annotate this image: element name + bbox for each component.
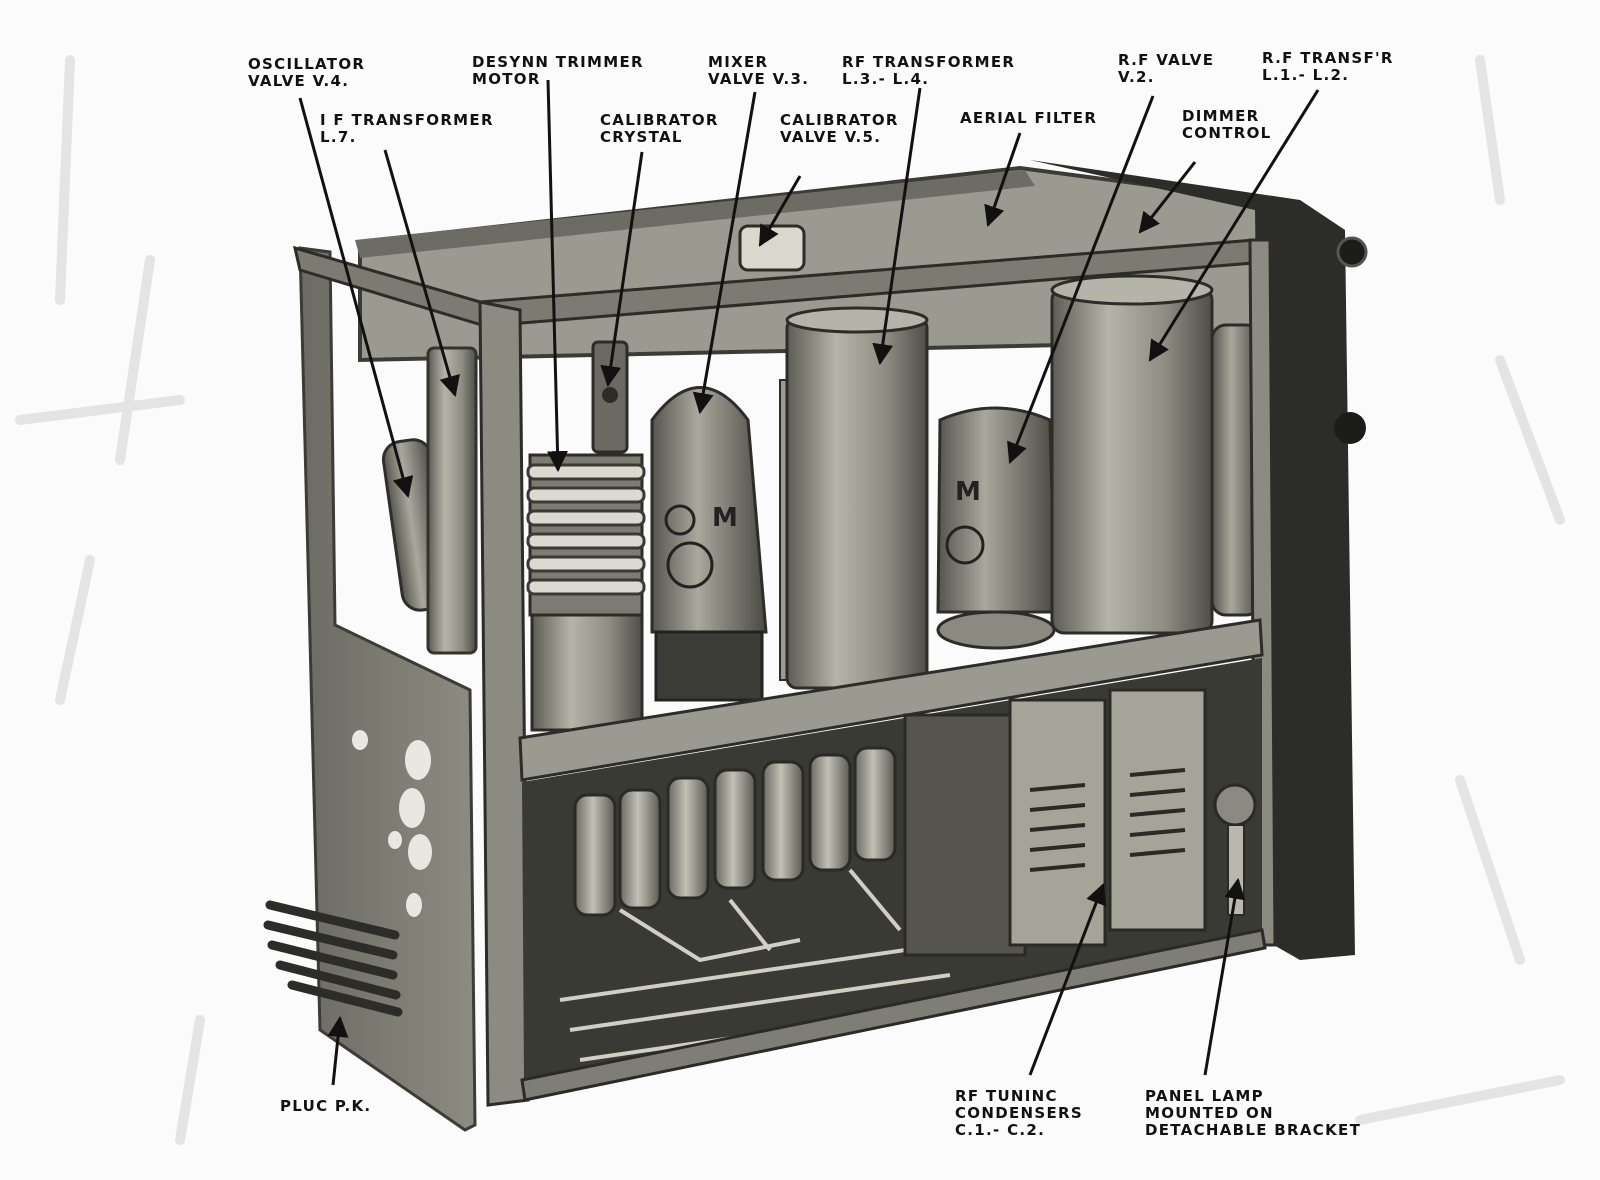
leader-rf-transformer-l3 [872,87,922,366]
label-aerial-filter: AERIAL FILTER [960,109,1098,127]
if-transformer-can [426,346,478,655]
label-oscillator-valve: OSCILLATOR VALVE V.4. [248,55,366,90]
side-holes [352,730,432,917]
leader-rf-condensers [1028,883,1107,1076]
rf-valve-marking: M [955,477,981,507]
leader-mixer-valve [692,91,757,415]
label-rf-transformer-l3-l4: RF TRANSFORMER L.3.- L.4. [842,53,1016,88]
chassis-front-left-post [478,300,530,1107]
calibrator-valve [738,224,806,272]
plug-pk-connector [263,900,403,1017]
label-calibrator-crystal: CALIBRATOR CRYSTAL [600,111,719,146]
capacitor-row [573,746,897,917]
rf-tuning-condensers [903,688,1207,957]
label-rf-valve: R.F VALVE V.2. [1118,51,1215,86]
paper-texture [15,55,1565,1145]
leader-plug-pk [327,1015,349,1086]
panel-knob-mid [1334,412,1366,444]
label-calibrator-valve: CALIBRATOR VALVE V.5. [780,111,899,146]
mixer-valve-marking: M [712,503,738,533]
rf-valve: M [936,406,1057,650]
label-dimmer-control: DIMMER CONTROL [1182,107,1272,142]
leader-oscillator-valve [298,97,414,499]
chassis-bottom-rail [520,928,1267,1102]
leader-rf-transformer-l1 [1148,89,1320,362]
label-if-transformer: I F TRANSFORMER L.7. [320,111,494,146]
label-panel-lamp: PANEL LAMP MOUNTED ON DETACHABLE BRACKET [1145,1087,1362,1139]
rf-transformer-l3-l4 [785,306,929,690]
leader-calibrator-valve [758,175,802,247]
calibrator-crystal [591,340,629,454]
chassis-left-side [298,246,477,1132]
mixer-valve: M [650,386,768,702]
resistor-network [559,868,961,1062]
leader-if-transformer [383,149,460,398]
panel-knob-top [1336,236,1368,268]
desynn-trimmer-motor [526,453,646,732]
callout-leaders [298,79,1320,1086]
label-desynn-trimmer-motor: DESYNN TRIMMER MOTOR [472,53,644,88]
label-rf-tuning-condensers: RF TUNINC CONDENSERS C.1.- C.2. [955,1087,1083,1139]
mid-shelf [518,618,1264,782]
rf-transformer-l1-l2 [1050,274,1214,635]
leader-rf-valve [1007,95,1155,464]
leader-calibrator-crystal [600,151,644,388]
label-plug-pk: PLUC P.K. [280,1097,372,1115]
leader-aerial-filter [984,132,1022,227]
label-mixer-valve: MIXER VALVE V.3. [708,53,810,88]
label-rf-transformer-l1-l2: R.F TRANSF'R L.1.- L.2. [1262,49,1394,84]
leader-desynn-motor [546,79,569,473]
leader-dimmer-control [1138,161,1197,234]
leader-panel-lamp [1203,877,1246,1076]
chassis-back-rail [355,170,1035,258]
